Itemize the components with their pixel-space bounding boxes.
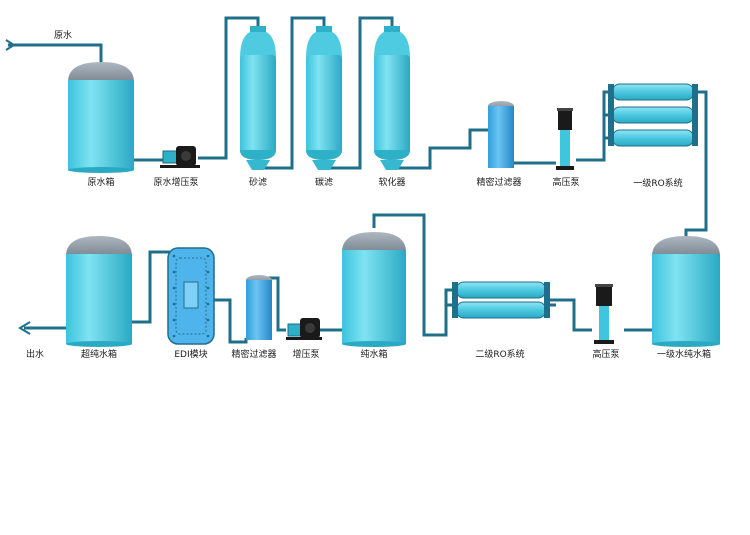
carbon-filter-vessel[interactable] xyxy=(306,26,342,170)
label-ro1-tank: 一级水纯水箱 xyxy=(657,348,711,360)
ro1-membrane-rack[interactable] xyxy=(608,83,698,147)
label-softener: 软化器 xyxy=(378,176,405,188)
label-ro1: 一级RO系统 xyxy=(633,177,682,189)
ultra-pure-tank[interactable] xyxy=(66,236,132,347)
label-sand-filter: 砂滤 xyxy=(249,176,267,188)
precision-filter-1[interactable] xyxy=(488,101,514,168)
ro2-membrane-rack[interactable] xyxy=(452,281,550,319)
label-boost-pump: 增压泵 xyxy=(292,348,319,360)
label-raw-pump: 原水增压泵 xyxy=(153,176,198,188)
inlet-arrow-icon xyxy=(5,39,16,51)
raw-water-pump[interactable] xyxy=(160,146,200,168)
raw-water-tank[interactable] xyxy=(68,62,134,173)
precision-filter-2[interactable] xyxy=(246,275,272,340)
high-pressure-pump-2[interactable] xyxy=(594,284,614,344)
high-pressure-pump-1[interactable] xyxy=(556,108,574,170)
ro1-product-tank[interactable] xyxy=(652,236,720,347)
label-hp-pump-1: 高压泵 xyxy=(552,176,579,188)
label-hp-pump-2: 高压泵 xyxy=(592,348,619,360)
label-precision-filter-1: 精密过滤器 xyxy=(476,176,521,188)
label-raw-tank: 原水箱 xyxy=(87,176,114,188)
label-ro2: 二级RO系统 xyxy=(475,348,524,360)
label-precision-filter-2: 精密过滤器 xyxy=(231,348,276,360)
pure-water-tank[interactable] xyxy=(342,232,406,347)
pipes-row2 xyxy=(18,213,652,344)
outlet-label: 出水 xyxy=(26,348,44,360)
sand-filter-vessel[interactable] xyxy=(240,26,276,170)
booster-pump[interactable] xyxy=(286,318,322,340)
outlet-arrow-icon xyxy=(18,321,31,335)
label-ultra-tank: 超纯水箱 xyxy=(81,348,117,360)
edi-module[interactable] xyxy=(167,247,215,345)
inlet-label: 原水 xyxy=(54,29,72,41)
label-pure-tank: 纯水箱 xyxy=(360,348,387,360)
label-carbon-filter: 碳滤 xyxy=(315,176,333,188)
softener-vessel[interactable] xyxy=(374,26,410,170)
label-edi: EDI模块 xyxy=(174,348,207,360)
